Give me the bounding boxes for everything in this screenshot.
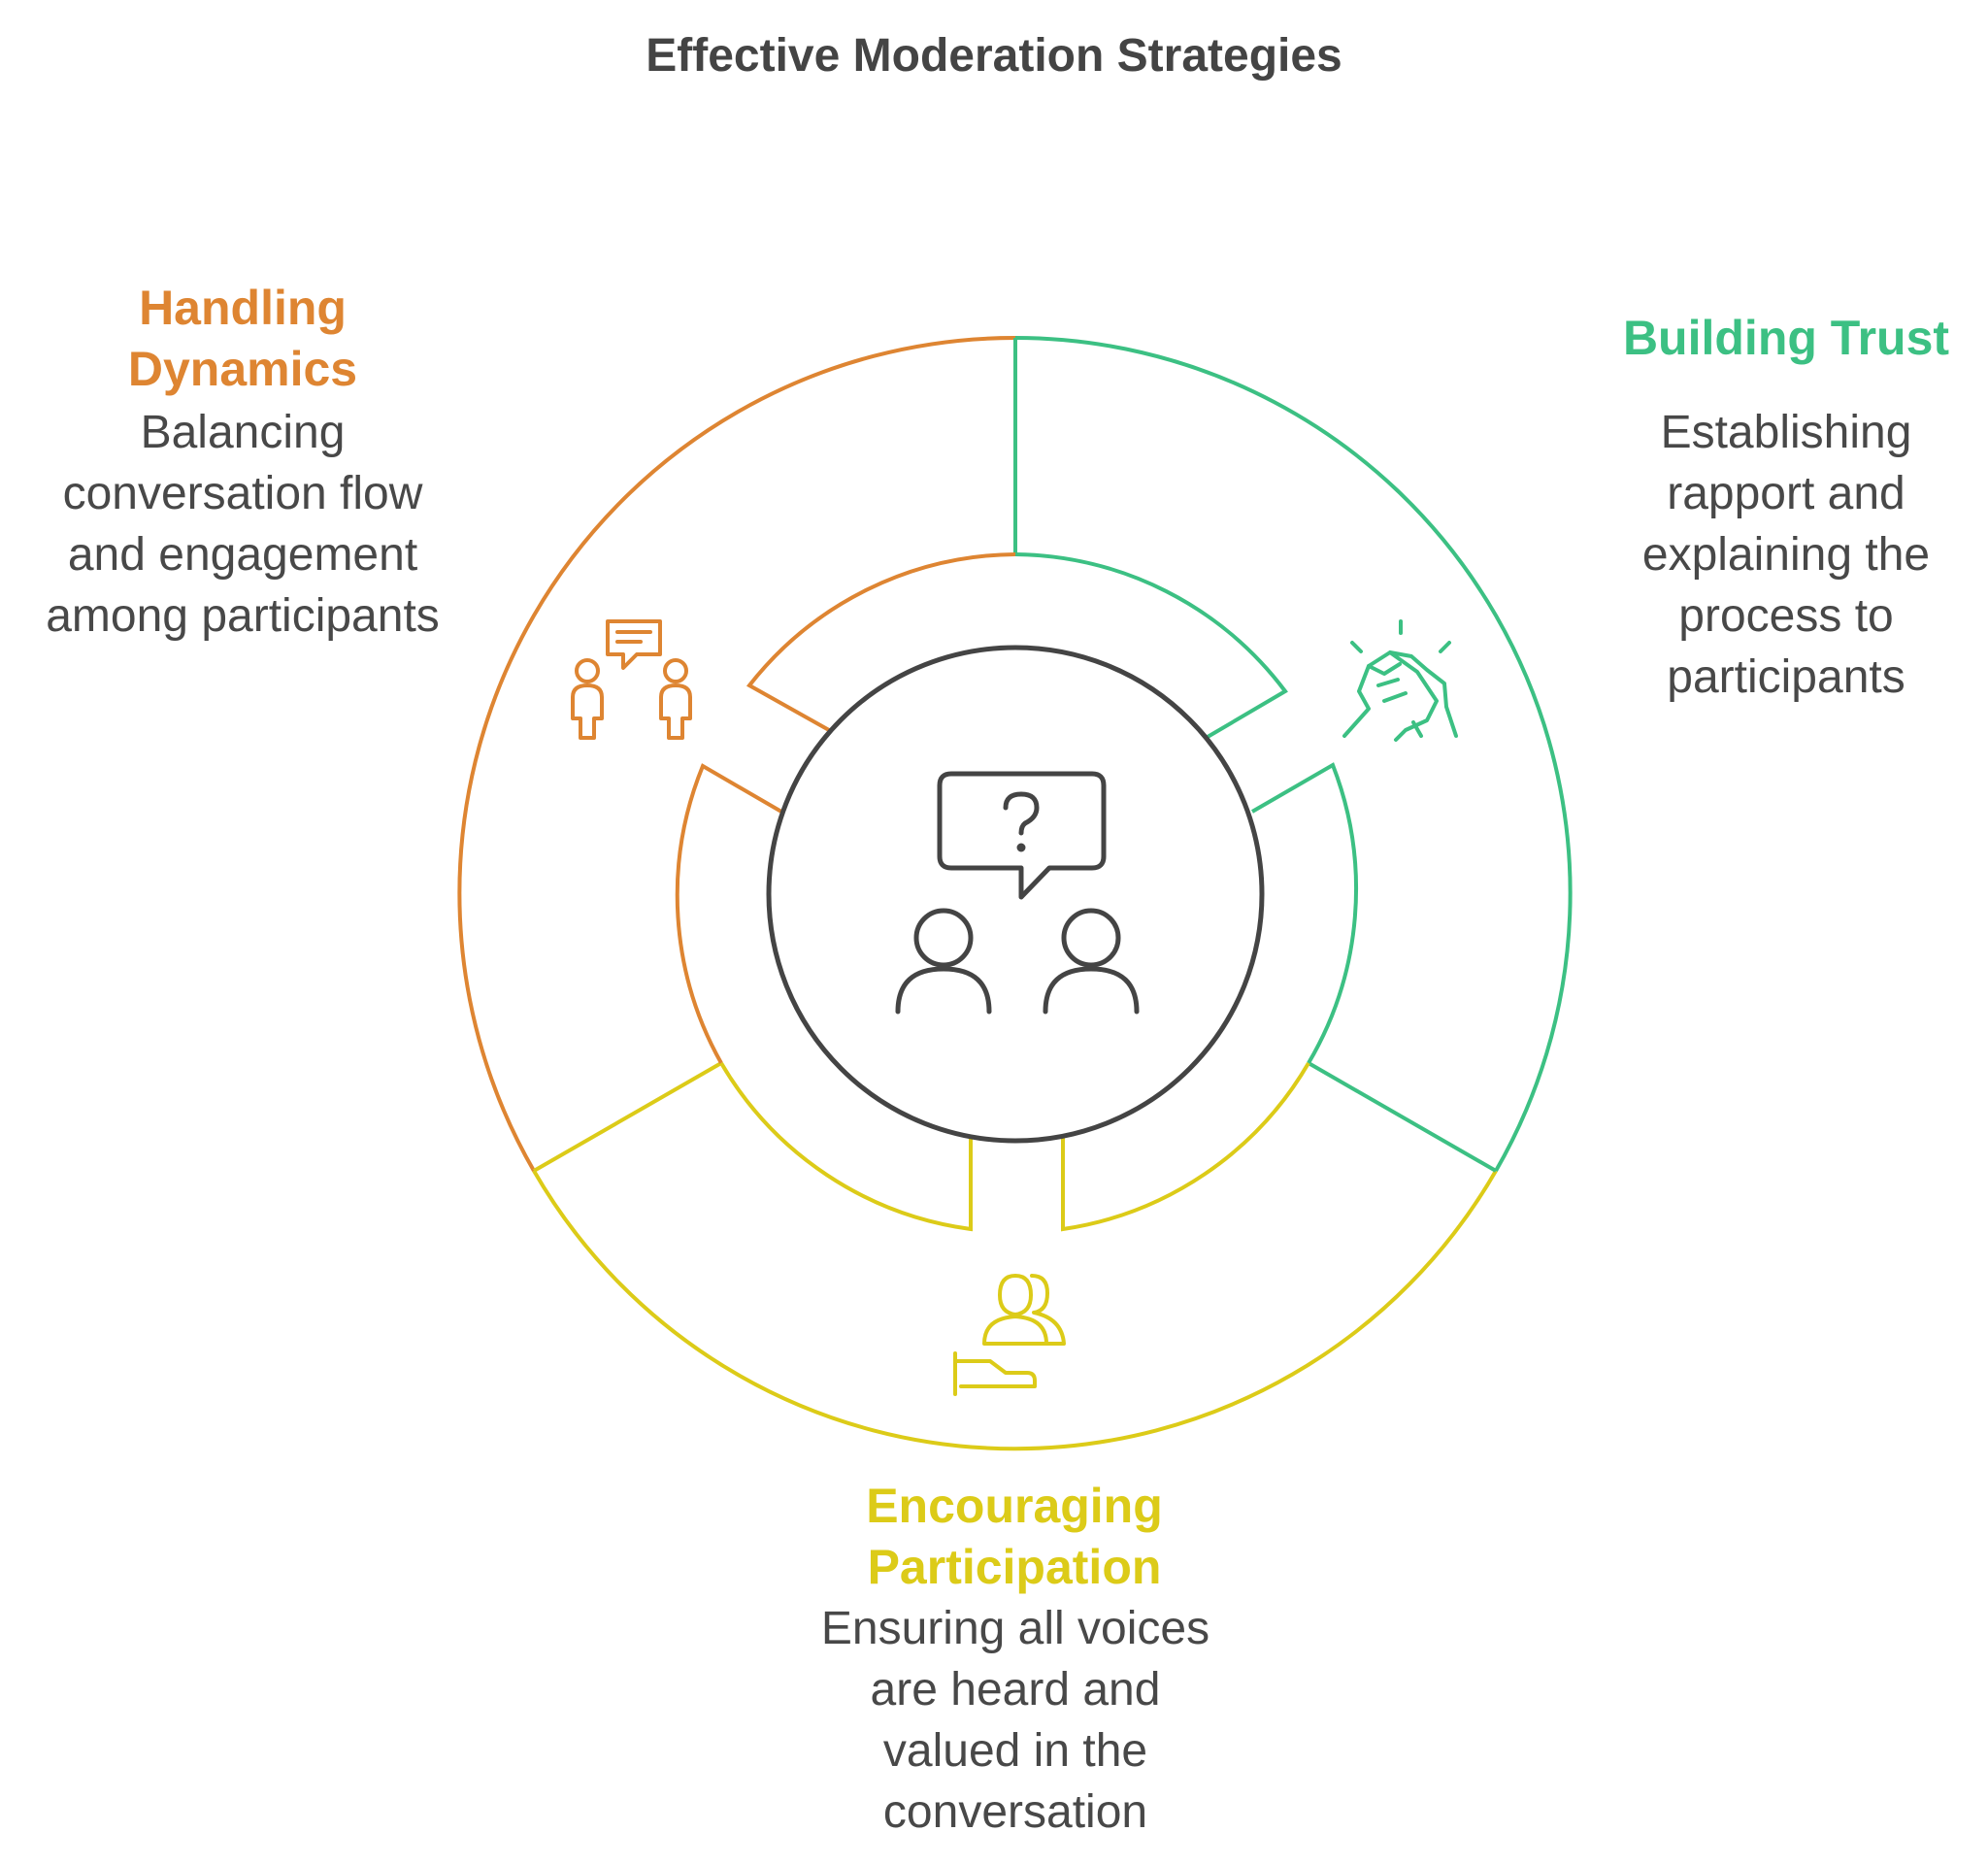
outer-arc-participation bbox=[532, 1169, 1498, 1451]
group-hand-icon bbox=[953, 1274, 1066, 1396]
divider-lower-right bbox=[1308, 1061, 1497, 1173]
handshake-icon bbox=[1342, 619, 1458, 742]
segment-heading-handling: Handling Dynamics bbox=[127, 281, 358, 396]
inner-arc-handling-upper bbox=[746, 552, 1016, 732]
inner-arc-trust-upper bbox=[1014, 552, 1288, 739]
inner-arc-participation-left bbox=[719, 1061, 973, 1232]
inner-arc-participation-right bbox=[1061, 1061, 1310, 1232]
center-circle bbox=[766, 645, 1265, 1144]
divider-lower-left bbox=[533, 1061, 722, 1173]
outer-arc-trust bbox=[1014, 336, 1573, 1172]
moderator-question-icon bbox=[895, 771, 1140, 1015]
segment-description-trust: Establishing rapport and explaining the … bbox=[1641, 407, 1931, 703]
diagram-title: Effective Moderation Strategies bbox=[646, 30, 1342, 82]
people-chat-icon bbox=[571, 619, 692, 740]
outer-arc-handling bbox=[457, 335, 1016, 1172]
inner-arc-trust-right bbox=[1250, 762, 1358, 1065]
inner-arc-handling-left bbox=[675, 763, 783, 1064]
segment-heading-trust: Building Trust bbox=[1622, 311, 1950, 365]
segment-description-participation: Ensuring all voices are heard and valued… bbox=[820, 1603, 1210, 1838]
segment-heading-participation: Encouraging Participation bbox=[866, 1479, 1163, 1594]
segment-description-handling: Balancing conversation flow and engageme… bbox=[46, 407, 440, 642]
